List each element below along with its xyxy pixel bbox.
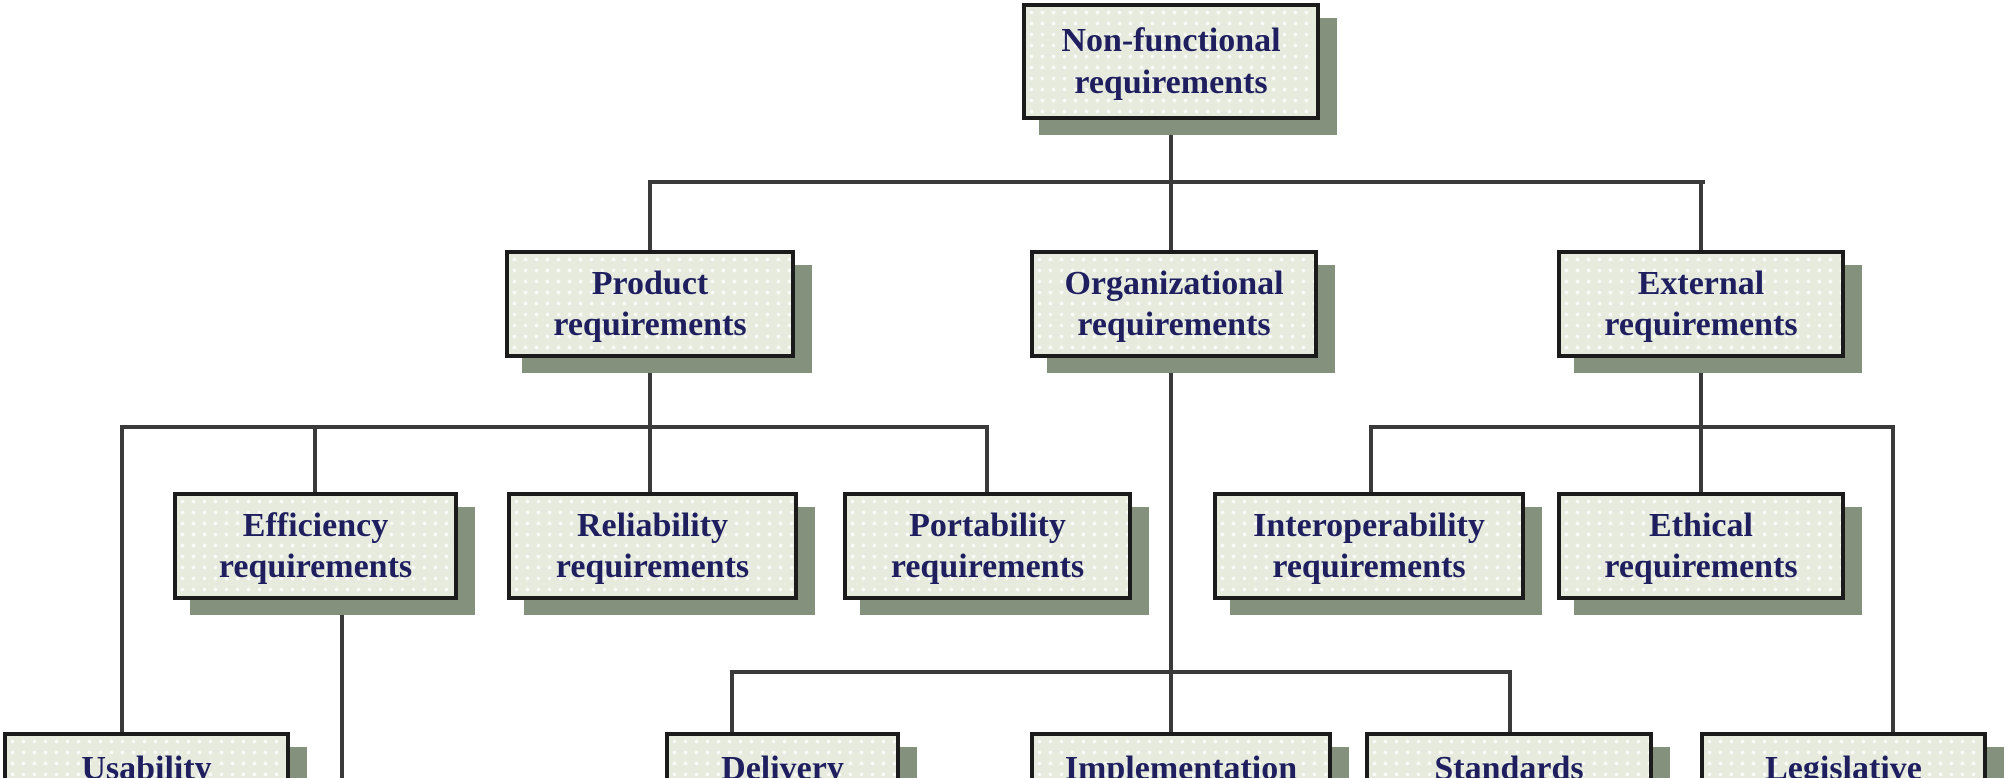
node-usability-requirements: Usability (3, 732, 290, 778)
connector-efficiency-child (340, 598, 344, 778)
connector-drop-reliability (648, 425, 652, 494)
connector-drop-organizational (1169, 180, 1173, 252)
node-label: Ethical requirements (1604, 506, 1798, 585)
node-label: Standards (1434, 750, 1584, 778)
connector-drop-usability (120, 425, 124, 734)
connector-drop-portability (985, 425, 989, 494)
connector-root-down (1169, 120, 1173, 184)
node-efficiency-requirements: Efficiency requirements (173, 492, 458, 600)
node-label: Interoperability requirements (1253, 506, 1485, 585)
node-non-functional-requirements: Non-functional requirements (1022, 3, 1320, 120)
connector-rail-level1 (648, 180, 1705, 184)
node-ethical-requirements: Ethical requirements (1557, 492, 1845, 600)
node-label: Usability (81, 750, 212, 778)
connector-drop-legislative (1891, 425, 1895, 734)
node-label: Delivery (721, 750, 844, 778)
node-label: Reliability requirements (555, 506, 750, 585)
node-legislative-requirements: Legislative (1700, 732, 1987, 778)
connector-rail-external (1369, 425, 1895, 429)
node-standards-requirements: Standards (1365, 732, 1653, 778)
node-label: Non-functional requirements (1061, 22, 1281, 101)
node-product-requirements: Product requirements (505, 250, 795, 358)
connector-rail-product (120, 425, 989, 429)
node-label: Implementation (1064, 750, 1298, 778)
node-implementation-requirements: Implementation (1030, 732, 1332, 778)
node-label: Efficiency requirements (218, 506, 413, 585)
node-delivery-requirements: Delivery (665, 732, 900, 778)
node-interoperability-requirements: Interoperability requirements (1213, 492, 1525, 600)
connector-organizational-down (1169, 358, 1173, 734)
node-reliability-requirements: Reliability requirements (507, 492, 798, 600)
connector-drop-efficiency (313, 425, 317, 494)
connector-drop-interoperability (1369, 425, 1373, 494)
node-label: External requirements (1604, 264, 1798, 343)
node-label: Product requirements (553, 264, 747, 343)
connector-drop-delivery (730, 670, 734, 734)
node-label: Legislative (1765, 750, 1922, 778)
connector-product-down (648, 358, 652, 429)
connector-drop-external (1699, 180, 1703, 252)
node-organizational-requirements: Organizational requirements (1030, 250, 1318, 358)
node-external-requirements: External requirements (1557, 250, 1845, 358)
node-label: Portability requirements (890, 506, 1085, 585)
connector-drop-standards (1508, 670, 1512, 734)
node-label: Organizational requirements (1064, 264, 1284, 343)
node-portability-requirements: Portability requirements (843, 492, 1132, 600)
connector-drop-product (648, 180, 652, 252)
connector-rail-organizational (730, 670, 1512, 674)
